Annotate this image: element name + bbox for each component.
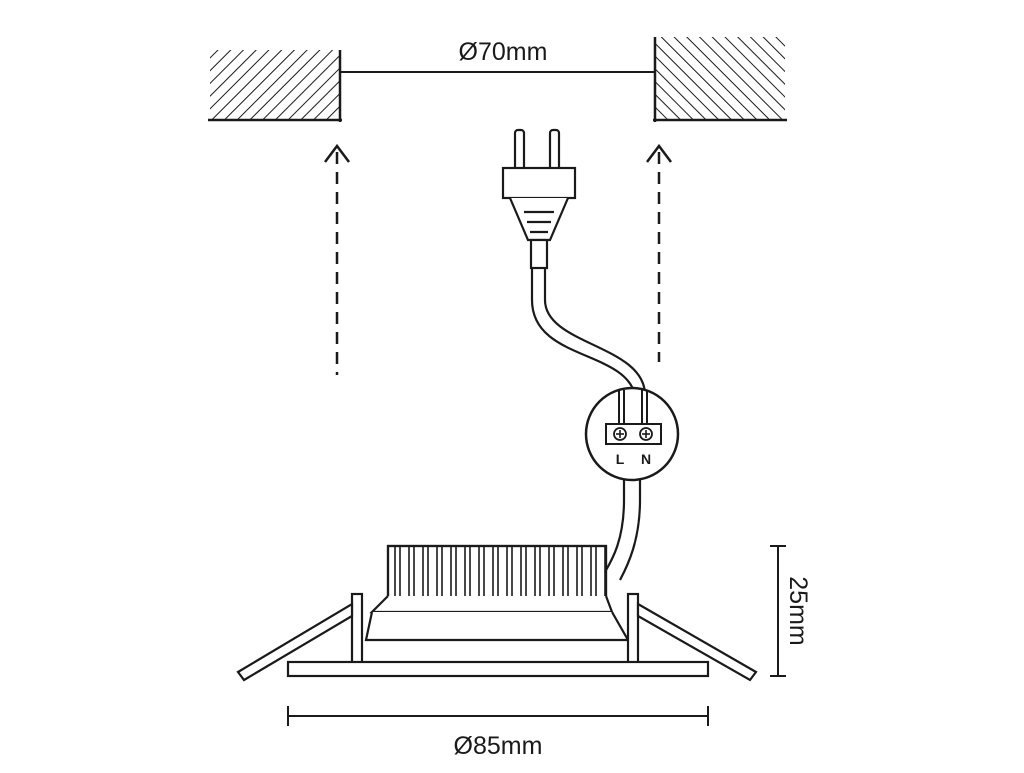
plug-icon <box>501 128 577 270</box>
height-dimension-label: 25mm <box>784 576 812 645</box>
downlight-fixture <box>236 544 758 682</box>
terminal-neutral-label: N <box>641 451 651 467</box>
height-dimension-line <box>770 545 786 677</box>
terminal-screw-neutral-icon <box>639 427 653 441</box>
terminal-box <box>584 386 680 482</box>
cutout-dimension-label: Ø70mm <box>459 38 548 66</box>
power-cable <box>530 268 647 581</box>
outer-diameter-label: Ø85mm <box>454 732 543 760</box>
insertion-arrow-left <box>324 143 350 375</box>
outer-diameter-dimension-line <box>287 706 709 726</box>
insertion-arrow-right <box>646 143 672 362</box>
terminal-live-label: L <box>616 451 625 467</box>
ceiling-right <box>653 37 787 122</box>
terminal-screw-live-icon <box>613 427 627 441</box>
ceiling-left <box>208 50 342 122</box>
